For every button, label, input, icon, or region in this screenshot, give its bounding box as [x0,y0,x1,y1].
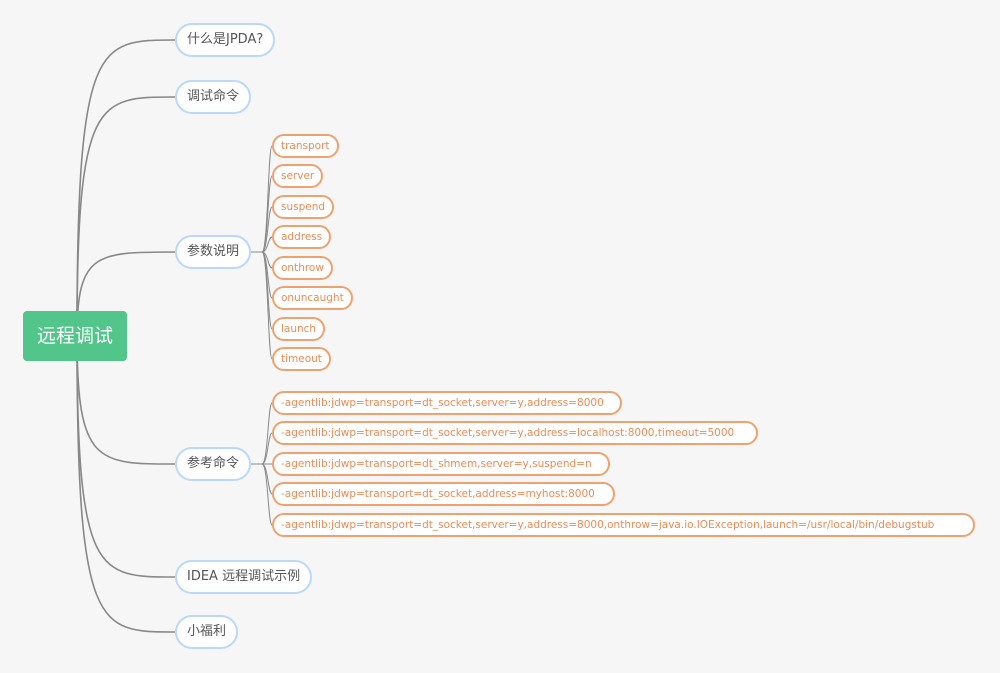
param-onthrow[interactable]: onthrow [272,256,333,280]
root-branch-connector-5 [76,335,176,633]
param-address[interactable]: address [272,225,332,249]
ref-command-2[interactable]: -agentlib:jdwp=transport=dt_socket,serve… [272,421,758,445]
param-connector-3 [261,236,273,253]
root-branch-connector-1 [76,96,176,337]
param-transport[interactable]: transport [272,134,339,158]
ref-command-5[interactable]: -agentlib:jdwp=transport=dt_socket,serve… [272,513,975,537]
node-what-is-jpda[interactable]: 什么是JPDA? [175,23,276,57]
param-server[interactable]: server [272,164,324,188]
ref-connector-0 [261,402,273,465]
param-connector-2 [261,206,273,253]
param-timeout[interactable]: timeout [272,347,331,371]
root-branch-connector-0 [76,39,176,337]
ref-command-1[interactable]: -agentlib:jdwp=transport=dt_socket,serve… [272,391,622,415]
node-bonus[interactable]: 小福利 [175,615,239,649]
node-param-description[interactable]: 参数说明 [175,235,252,269]
param-launch[interactable]: launch [272,317,326,341]
root-node[interactable]: 远程调试 [23,311,127,361]
root-branch-connector-2 [76,251,176,337]
param-connector-7 [261,251,273,360]
node-idea-remote-debug-example[interactable]: IDEA 远程调试示例 [175,560,313,594]
ref-connector-1 [261,432,273,465]
node-reference-commands[interactable]: 参考命令 [175,447,252,481]
param-suspend[interactable]: suspend [272,195,335,219]
root-branch-connector-4 [76,335,176,578]
ref-connector-4 [261,463,273,526]
node-debug-commands[interactable]: 调试命令 [175,80,252,114]
param-onuncaught[interactable]: onuncaught [272,286,353,310]
ref-command-4[interactable]: -agentlib:jdwp=transport=dt_socket,addre… [272,482,615,506]
ref-command-3[interactable]: -agentlib:jdwp=transport=dt_shmem,server… [272,452,610,476]
